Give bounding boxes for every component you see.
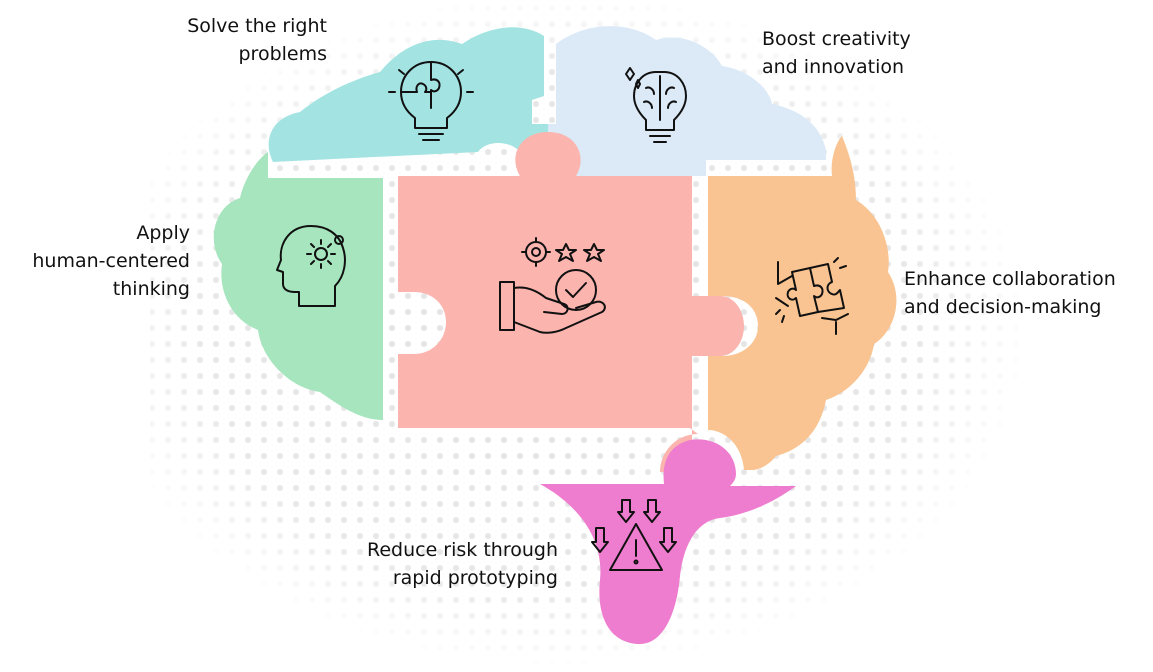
cloud-piece-green bbox=[213, 152, 383, 420]
brain-lightbulb-icon bbox=[625, 67, 687, 143]
lightbulb-puzzle-icon bbox=[388, 61, 474, 141]
stem-piece-magenta bbox=[540, 439, 796, 644]
hand-award-stars-icon bbox=[499, 237, 606, 334]
label-enhance-collaboration: Enhance collaboration and decision-makin… bbox=[904, 268, 1116, 318]
label-solve-right-problems: Solve the right problems bbox=[187, 15, 327, 65]
label-apply-human-centered: Apply human-centered thinking bbox=[32, 222, 190, 300]
cloud-piece-teal bbox=[268, 27, 548, 162]
cloud-piece-light-blue bbox=[548, 26, 826, 176]
hands-puzzle-icon bbox=[775, 257, 849, 335]
cloud-piece-orange bbox=[708, 136, 897, 470]
risk-warning-arrows-icon bbox=[591, 499, 677, 571]
head-gear-icon bbox=[276, 225, 346, 307]
label-reduce-risk: Reduce risk through rapid prototyping bbox=[366, 539, 558, 589]
puzzle-piece-center bbox=[398, 132, 744, 472]
label-boost-creativity: Boost creativity and innovation bbox=[762, 28, 911, 78]
